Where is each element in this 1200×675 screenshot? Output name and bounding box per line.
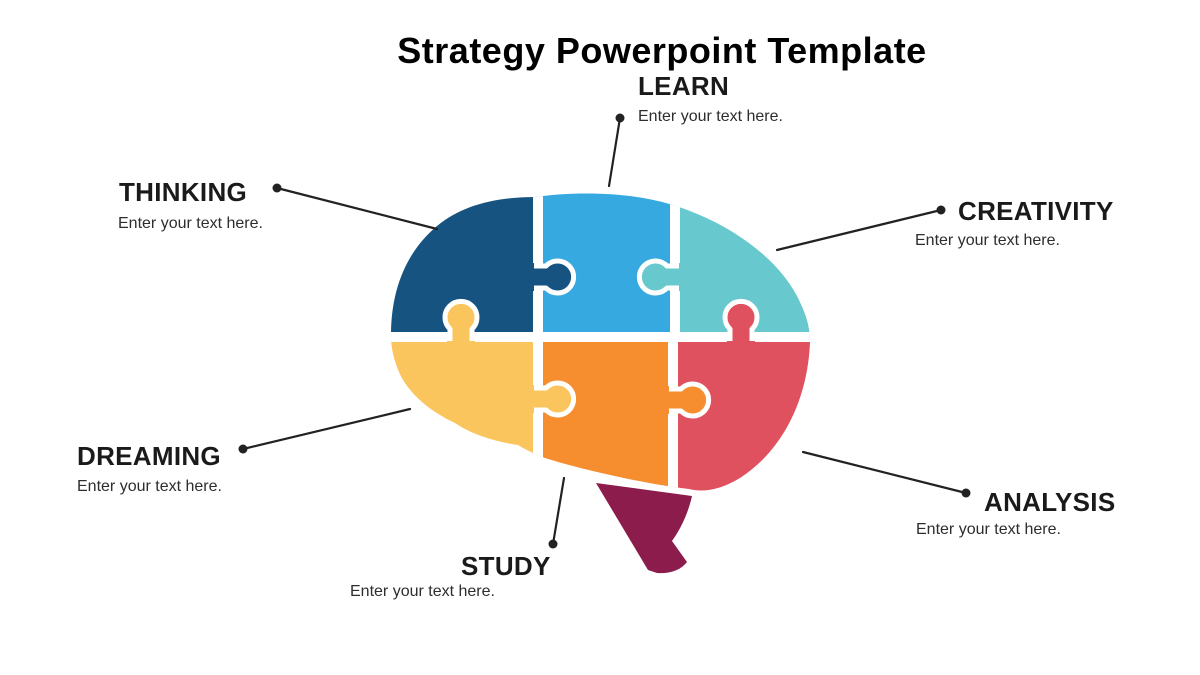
label-creativity-subtitle: Enter your text here.	[915, 232, 1060, 249]
label-analysis-title: ANALYSIS	[984, 487, 1116, 517]
label-thinking-title: THINKING	[119, 177, 248, 207]
knob-navy-right	[527, 258, 577, 296]
connector-study-line	[551, 476, 566, 546]
piece-dreaming	[391, 337, 538, 491]
connector-thinking-line	[275, 186, 439, 231]
connector-thinking-dot	[272, 183, 282, 193]
connectors	[238, 113, 971, 549]
piece-learn	[538, 193, 675, 337]
connector-creativity-dot	[936, 205, 946, 215]
knob-orange-right-bridge	[659, 386, 669, 414]
label-creativity-title: CREATIVITY	[958, 196, 1114, 226]
connector-creativity-line	[775, 208, 943, 252]
label-study-title: STUDY	[461, 551, 551, 581]
knob-teal-bridge	[679, 263, 689, 291]
knob-teal-left	[636, 258, 686, 296]
knob-yellow-up-bridge	[447, 341, 475, 351]
knob-yellow-right	[527, 380, 577, 418]
label-learn-title: LEARN	[638, 71, 730, 101]
slide-title: Strategy Powerpoint Template	[397, 30, 927, 72]
label-analysis-subtitle: Enter your text here.	[916, 521, 1061, 538]
connector-learn-dot	[615, 113, 625, 123]
label-dreaming-subtitle: Enter your text here.	[77, 478, 222, 495]
connector-dreaming-dot	[238, 444, 248, 454]
connector-analysis-dot	[961, 488, 971, 498]
label-study-subtitle: Enter your text here.	[350, 583, 495, 600]
connector-learn-line	[607, 116, 622, 188]
knob-yellow-up	[442, 298, 480, 348]
piece-analysis	[673, 337, 810, 491]
piece-study	[538, 337, 673, 491]
knob-red-up-bridge	[727, 341, 755, 351]
knob-orange-right	[662, 381, 712, 419]
label-thinking-subtitle: Enter your text here.	[118, 215, 263, 232]
label-dreaming-title: DREAMING	[77, 441, 221, 471]
knob-red-up	[722, 298, 760, 348]
connector-analysis-line	[801, 450, 968, 495]
connector-dreaming-line	[241, 407, 412, 451]
brain-stem	[596, 483, 692, 574]
label-learn-subtitle: Enter your text here.	[638, 108, 783, 125]
connector-study-dot	[548, 539, 558, 549]
knob-yellow-right-bridge	[524, 385, 534, 413]
knob-navy-bridge	[524, 263, 534, 291]
